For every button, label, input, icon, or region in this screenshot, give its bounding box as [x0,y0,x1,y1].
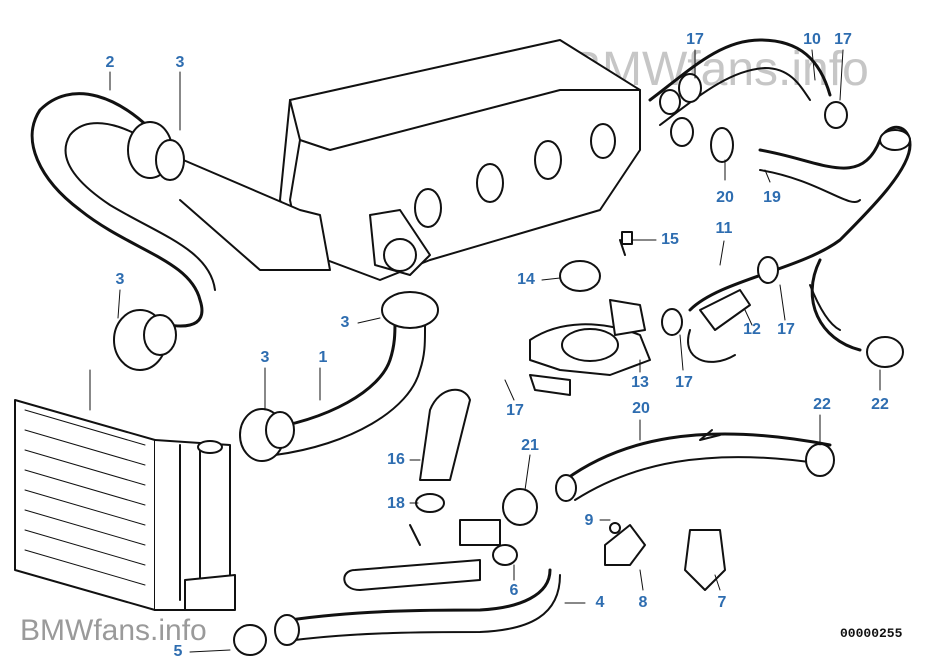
engine-block [279,39,641,281]
label-20: 20 [716,189,734,206]
hose-20-lower [502,429,835,526]
hose-11 [688,126,912,368]
hose-2 [30,92,331,371]
label-2: 2 [105,54,115,71]
label-17: 17 [675,374,693,391]
label-18: 18 [387,495,405,512]
label-6: 6 [509,582,519,599]
label-3: 3 [115,271,125,288]
label-17: 17 [686,31,704,48]
label-13: 13 [631,374,649,391]
label-10: 10 [803,31,821,48]
label-20: 20 [632,400,650,417]
hose-10 [648,38,848,163]
label-21: 21 [521,437,539,454]
label-15: 15 [661,231,679,248]
label-7: 7 [717,594,727,611]
label-3: 3 [175,54,185,71]
label-12: 12 [743,321,761,338]
label-17: 17 [506,402,524,419]
brackets [604,522,726,591]
thermostat-housing [529,231,651,396]
label-22: 22 [813,396,831,413]
label-14: 14 [517,271,535,288]
label-8: 8 [638,594,648,611]
label-11: 11 [715,220,733,237]
label-16: 16 [387,451,405,468]
label-4: 4 [595,594,605,611]
hose-16 [415,388,471,513]
label-22: 22 [871,396,889,413]
hose-12 [661,256,779,363]
watermark-bottom: BMWfans.info [20,614,207,647]
label-17: 17 [777,321,795,338]
label-17: 17 [834,31,852,48]
radiator [14,369,236,611]
label-3: 3 [260,349,270,366]
label-9: 9 [584,512,594,529]
label-19: 19 [763,189,781,206]
leader-lines [109,49,881,653]
hose-1 [239,291,439,462]
diagram-code: 00000255 [840,626,903,641]
label-1: 1 [318,349,328,366]
hose-4 [233,519,561,656]
label-3: 3 [340,314,350,331]
label-5: 5 [173,643,183,660]
